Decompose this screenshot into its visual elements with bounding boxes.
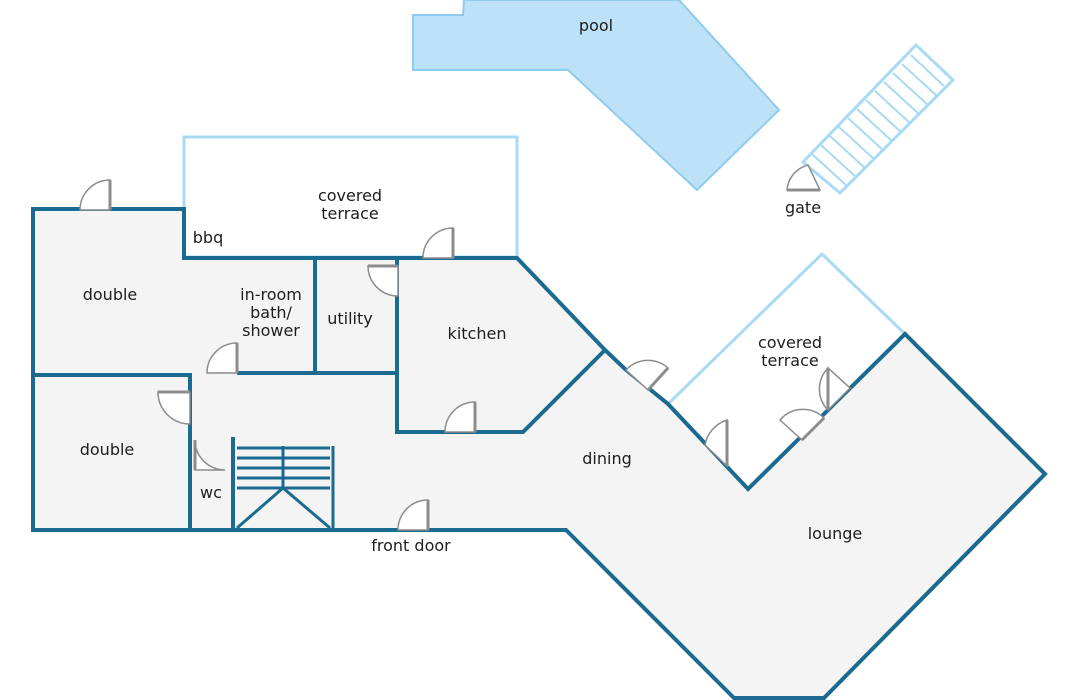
building-outline: [31, 207, 1048, 700]
door-lounge-terrace-2[interactable]: [778, 408, 826, 442]
label-bbq: bbq: [193, 228, 223, 247]
label-bath-2: bath/: [250, 303, 292, 322]
door-front[interactable]: [397, 499, 430, 531]
doors: [79, 164, 852, 531]
door-dining-terrace-1[interactable]: [624, 359, 670, 392]
door-kitchen-hall[interactable]: [444, 401, 477, 433]
label-pool: pool: [579, 16, 613, 35]
label-covered-terrace-right-1: covered: [758, 333, 822, 352]
label-dining: dining: [582, 449, 631, 468]
label-covered-terrace-right-2: terrace: [761, 351, 818, 370]
label-wc: wc: [200, 483, 222, 502]
door-double-top[interactable]: [79, 179, 112, 211]
label-front-door: front door: [371, 536, 451, 555]
label-kitchen: kitchen: [448, 324, 507, 343]
label-lounge: lounge: [808, 524, 863, 543]
label-bath-3: shower: [242, 321, 300, 340]
label-gate: gate: [785, 198, 821, 217]
door-double-bottom[interactable]: [157, 390, 191, 425]
label-utility: utility: [327, 309, 373, 328]
door-terrace-kitchen[interactable]: [422, 227, 455, 259]
label-double-top: double: [83, 285, 138, 304]
room-labels: pool gate covered terrace bbq double in-…: [80, 16, 863, 555]
door-dining-terrace-2[interactable]: [704, 418, 729, 468]
label-bath-1: in-room: [240, 285, 302, 304]
gate-steps: [800, 42, 956, 196]
staircase: [231, 438, 335, 530]
door-utility[interactable]: [367, 264, 399, 297]
covered-terrace-top: [182, 135, 519, 259]
door-bathroom[interactable]: [206, 342, 239, 374]
door-gate[interactable]: [786, 164, 822, 192]
door-lounge-terrace-1[interactable]: [818, 366, 852, 412]
pool-area: [412, 0, 781, 192]
door-wc[interactable]: [193, 439, 226, 471]
label-covered-terrace-top-1: covered: [318, 186, 382, 205]
label-covered-terrace-top-2: terrace: [321, 204, 378, 223]
label-double-bottom: double: [80, 440, 135, 459]
